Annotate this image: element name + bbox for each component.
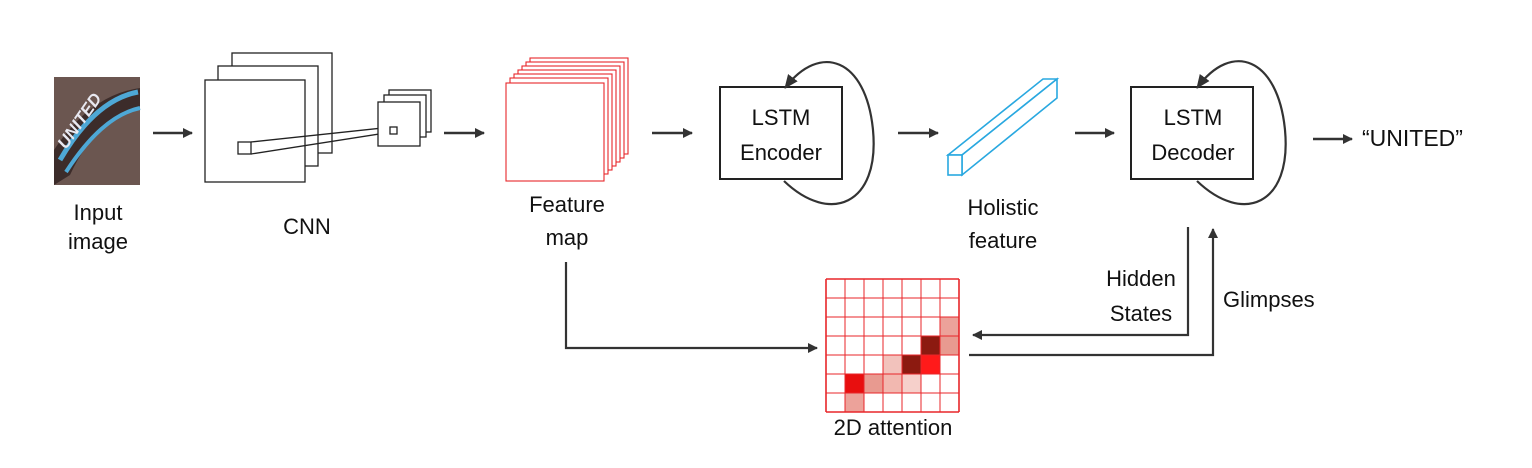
attention-cell-3: [883, 355, 902, 374]
encoder-label-line2: Encoder: [740, 140, 822, 165]
input-label-line1: Input: [74, 200, 123, 225]
lstm-decoder: [1130, 60, 1287, 206]
input-label-line2: image: [68, 229, 128, 254]
hidden-label-line2: States: [1110, 301, 1172, 326]
hidden-label-line1: Hidden: [1106, 266, 1176, 291]
attention-cell-8: [883, 374, 902, 393]
feature-label-line2: map: [546, 225, 589, 250]
attention-cell-2: [940, 336, 959, 355]
feature-label-line1: Feature: [529, 192, 605, 217]
attention-cell-6: [845, 374, 864, 393]
arrow-glimpses: [969, 228, 1218, 357]
arrow-hidden-states: [972, 227, 1190, 340]
attention-cell-9: [902, 374, 921, 393]
decoder-label-line2: Decoder: [1151, 140, 1234, 165]
glimpses-label: Glimpses: [1223, 287, 1315, 312]
decoder-label-line1: LSTM: [1164, 105, 1223, 130]
attention-cell-5: [921, 355, 940, 374]
cnn-label: CNN: [283, 214, 331, 239]
attention-cell-7: [864, 374, 883, 393]
attention-grid: [825, 278, 960, 413]
holistic-feature: [945, 77, 1060, 177]
feature-map-stack: [505, 57, 629, 182]
attention-cell-10: [845, 393, 864, 412]
input-image: UNITED: [54, 77, 141, 185]
lstm-encoder: [719, 61, 875, 206]
cnn-block: [204, 52, 432, 183]
attention-cell-0: [940, 317, 959, 336]
holistic-label-line2: feature: [969, 228, 1038, 253]
encoder-label-line1: LSTM: [752, 105, 811, 130]
output-label: “UNITED”: [1362, 125, 1463, 151]
holistic-label-line1: Holistic: [968, 195, 1039, 220]
attention-cell-4: [902, 355, 921, 374]
arrow-feature-to-attention: [564, 262, 818, 353]
attention-label: 2D attention: [834, 415, 953, 440]
attention-cell-1: [921, 336, 940, 355]
